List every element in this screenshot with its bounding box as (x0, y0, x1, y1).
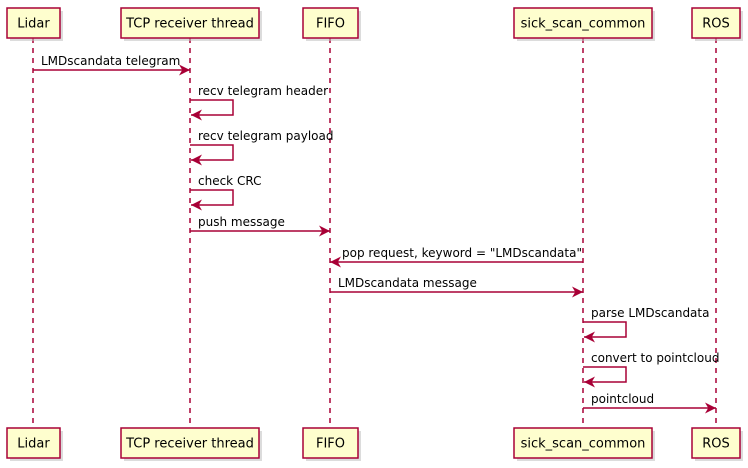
participant-box (120, 427, 260, 459)
arrow-head (191, 199, 202, 211)
participant-label: FIFO (316, 437, 345, 452)
participant-box (513, 427, 653, 459)
message-m2[interactable]: recv telegram header (190, 84, 328, 121)
message-label: push message (198, 215, 285, 229)
message-label: recv telegram header (198, 84, 328, 98)
participant-label: sick_scan_common (521, 437, 646, 452)
arrow-head (191, 154, 202, 166)
arrow-head (191, 109, 202, 121)
participant-lidar-top[interactable]: Lidar (6, 7, 63, 41)
participant-box (302, 427, 359, 459)
message-label: check CRC (198, 174, 261, 188)
participant-tcp_receiver-top[interactable]: TCP receiver thread (120, 7, 262, 41)
message-line (190, 144, 234, 161)
message-line (583, 321, 627, 338)
participant-label: sick_scan_common (521, 17, 646, 32)
participant-box (691, 7, 741, 39)
participant-sick_scan_common-bottom[interactable]: sick_scan_common (513, 427, 655, 461)
arrow-head (319, 225, 330, 237)
participant-label: Lidar (17, 17, 50, 32)
participant-box (691, 427, 741, 459)
participant-lidar-bottom[interactable]: Lidar (6, 427, 63, 461)
messages-layer: LMDscandata telegram recv telegram header… (33, 54, 719, 414)
message-label: pointcloud (591, 392, 654, 406)
message-m9[interactable]: convert to pointcloud (583, 351, 719, 388)
message-m8[interactable]: parse LMDscandata (583, 306, 709, 343)
message-label: recv telegram payload (198, 129, 334, 143)
participant-label: TCP receiver thread (125, 437, 254, 452)
message-line (583, 366, 627, 383)
participant-box (120, 7, 260, 39)
participant-label: TCP receiver thread (125, 17, 254, 32)
arrow-head (179, 64, 190, 76)
participant-label: ROS (702, 437, 730, 452)
participant-fifo-top[interactable]: FIFO (302, 7, 361, 41)
participant-box (513, 7, 653, 39)
participant-box (302, 7, 359, 39)
arrow-head (584, 331, 595, 343)
message-m7[interactable]: LMDscandata message (330, 276, 583, 298)
arrow-head (705, 402, 716, 414)
message-label: LMDscandata telegram (41, 54, 180, 68)
message-m4[interactable]: check CRC (190, 174, 261, 211)
participant-ros-bottom[interactable]: ROS (691, 427, 743, 461)
message-label: parse LMDscandata (591, 306, 709, 320)
arrow-head (584, 376, 595, 388)
participant-sick_scan_common-top[interactable]: sick_scan_common (513, 7, 655, 41)
participant-tcp_receiver-bottom[interactable]: TCP receiver thread (120, 427, 262, 461)
message-m10[interactable]: pointcloud (583, 392, 716, 414)
arrow-head (572, 286, 583, 298)
arrow-head (330, 256, 341, 268)
message-label: LMDscandata message (338, 276, 477, 290)
participant-label: ROS (702, 17, 730, 32)
participant-label: Lidar (17, 437, 50, 452)
message-line (190, 189, 234, 206)
message-m1[interactable]: LMDscandata telegram (33, 54, 190, 76)
message-m6[interactable]: pop request, keyword = "LMDscandata" (330, 246, 583, 268)
participant-fifo-bottom[interactable]: FIFO (302, 427, 361, 461)
message-m5[interactable]: push message (190, 215, 330, 237)
participant-box (6, 427, 61, 459)
participant-box (6, 7, 61, 39)
message-m3[interactable]: recv telegram payload (190, 129, 334, 166)
participant-ros-top[interactable]: ROS (691, 7, 743, 41)
lifelines-layer (32, 38, 717, 428)
participant-label: FIFO (316, 17, 345, 32)
message-label: convert to pointcloud (591, 351, 719, 365)
message-line (190, 99, 234, 116)
message-label: pop request, keyword = "LMDscandata" (342, 246, 582, 260)
